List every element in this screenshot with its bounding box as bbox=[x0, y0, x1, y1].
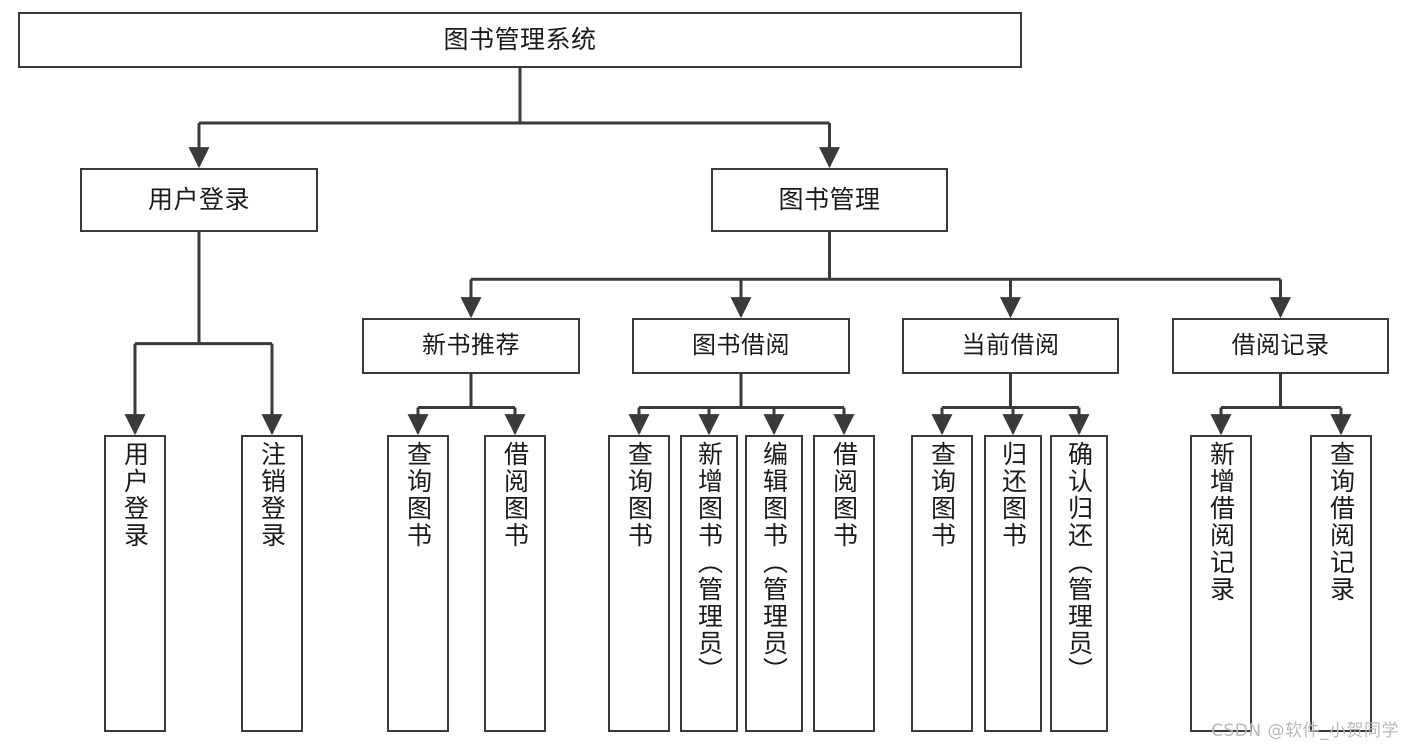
node-borrow-record: 借阅记录 bbox=[1172, 318, 1389, 374]
node-leaf-borrow-book-rec: 借阅图书 bbox=[484, 435, 546, 732]
node-label: 图书借阅 bbox=[692, 331, 790, 360]
node-label: 借阅图书 bbox=[829, 441, 859, 549]
node-leaf-edit-book: 编辑图书（管理员） bbox=[745, 435, 803, 732]
node-leaf-add-record: 新增借阅记录 bbox=[1190, 435, 1252, 732]
node-label: 图书管理 bbox=[778, 184, 881, 214]
node-leaf-query-book-rec: 查询图书 bbox=[387, 435, 449, 732]
node-leaf-borrow-book: 借阅图书 bbox=[813, 435, 875, 732]
node-leaf-query-record: 查询借阅记录 bbox=[1310, 435, 1372, 732]
node-label: 借阅图书 bbox=[500, 441, 530, 549]
node-current-borrow: 当前借阅 bbox=[902, 318, 1119, 374]
node-label: 借阅记录 bbox=[1231, 331, 1330, 360]
node-leaf-logout: 注销登录 bbox=[241, 435, 303, 732]
node-leaf-return-book: 归还图书 bbox=[984, 435, 1042, 732]
node-label: 当前借阅 bbox=[961, 331, 1060, 360]
node-user-login: 用户登录 bbox=[80, 168, 318, 232]
node-leaf-query-book-cur: 查询图书 bbox=[911, 435, 973, 732]
node-root: 图书管理系统 bbox=[18, 12, 1022, 68]
node-label: 查询图书 bbox=[927, 441, 957, 549]
node-leaf-confirm-return: 确认归还（管理员） bbox=[1050, 435, 1108, 732]
node-label: 查询图书 bbox=[624, 441, 654, 549]
node-label: 新增图书（管理员） bbox=[694, 441, 724, 684]
node-leaf-user-login: 用户登录 bbox=[104, 435, 166, 732]
node-label: 编辑图书（管理员） bbox=[759, 441, 789, 684]
node-label: 用户登录 bbox=[147, 184, 250, 214]
node-book-borrow: 图书借阅 bbox=[632, 318, 850, 374]
node-label: 查询图书 bbox=[403, 441, 433, 549]
node-label: 注销登录 bbox=[257, 441, 287, 549]
node-label: 新增借阅记录 bbox=[1206, 441, 1236, 603]
node-label: 用户登录 bbox=[120, 441, 150, 549]
node-label: 确认归还（管理员） bbox=[1064, 441, 1094, 684]
node-leaf-add-book: 新增图书（管理员） bbox=[680, 435, 738, 732]
csdn-watermark: CSDN @软件_小贺同学 bbox=[1211, 721, 1399, 741]
node-label: 新书推荐 bbox=[422, 331, 520, 360]
node-label: 图书管理系统 bbox=[443, 24, 597, 54]
node-new-book-recommend: 新书推荐 bbox=[362, 318, 580, 374]
node-label: 查询借阅记录 bbox=[1326, 441, 1356, 603]
node-book-manage: 图书管理 bbox=[711, 168, 948, 232]
node-leaf-query-book-borrow: 查询图书 bbox=[608, 435, 670, 732]
node-label: 归还图书 bbox=[998, 441, 1028, 549]
